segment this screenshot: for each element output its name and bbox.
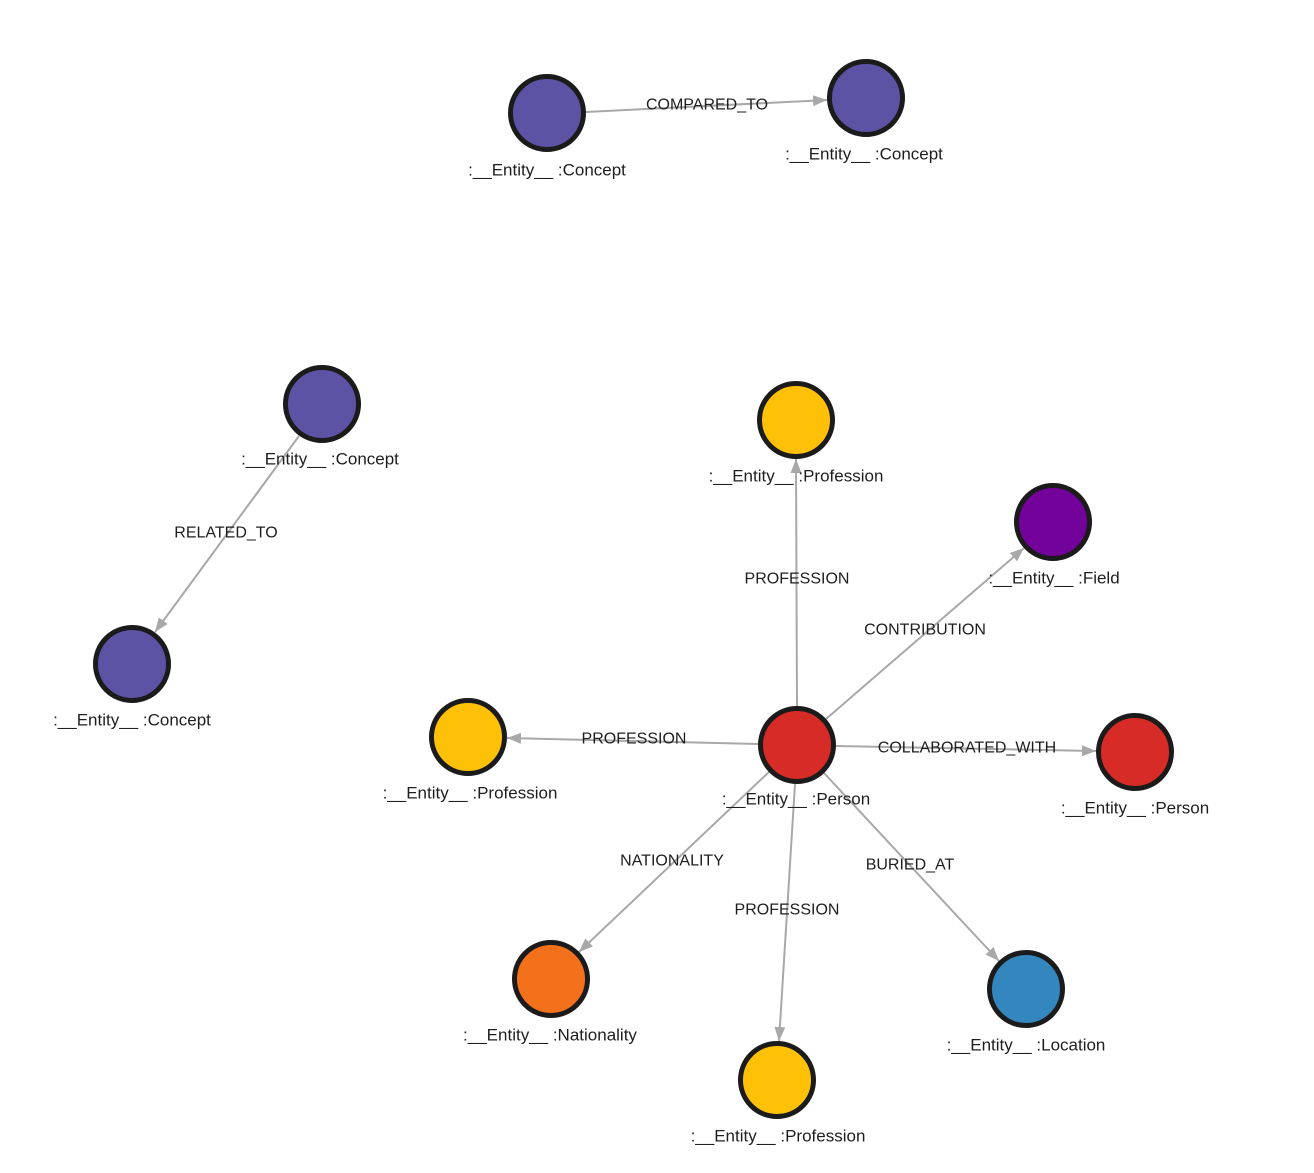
node-caption: :__Entity__ :Concept (53, 711, 211, 730)
node-circle[interactable] (283, 365, 361, 443)
edge-label[interactable]: PROFESSION (582, 731, 687, 748)
node-concept-3[interactable]: :__Entity__ :Concept (241, 365, 399, 469)
edge-collaborated-with[interactable]: COLLABORATED_WITH (835, 740, 1097, 757)
edge-label[interactable]: NATIONALITY (620, 853, 724, 870)
edge-profession-bottom[interactable]: PROFESSION (735, 783, 840, 1042)
node-caption: :__Entity__ :Field (988, 569, 1119, 588)
edge-contribution[interactable]: CONTRIBUTION (825, 547, 1025, 720)
node-circle[interactable] (1096, 713, 1174, 791)
edge-label[interactable]: BURIED_AT (866, 857, 955, 874)
node-circle[interactable] (738, 1041, 816, 1119)
node-circle[interactable] (429, 698, 507, 776)
node-location[interactable]: :__Entity__ :Location (947, 950, 1106, 1055)
node-circle[interactable] (987, 950, 1065, 1028)
node-circle[interactable] (1014, 483, 1092, 561)
edge-label[interactable]: RELATED_TO (174, 525, 277, 542)
node-profession-top[interactable]: :__Entity__ :Profession (709, 381, 884, 486)
node-concept-2[interactable]: :__Entity__ :Concept (785, 59, 943, 164)
node-caption: :__Entity__ :Profession (691, 1127, 866, 1146)
node-caption: :__Entity__ :Location (947, 1036, 1106, 1055)
edge-nationality[interactable]: NATIONALITY (578, 771, 770, 953)
node-caption: :__Entity__ :Person (1061, 799, 1209, 818)
node-circle[interactable] (758, 706, 836, 784)
edge-line[interactable] (774, 783, 796, 1042)
node-circle[interactable] (827, 59, 905, 137)
edge-buried-at[interactable]: BURIED_AT (823, 772, 1000, 962)
edge-line[interactable] (823, 772, 1000, 962)
edge-compared-to[interactable]: COMPARED_TO (585, 95, 828, 114)
node-caption: :__Entity__ :Profession (383, 784, 558, 803)
node-caption: :__Entity__ :Nationality (463, 1026, 637, 1045)
edge-line[interactable] (585, 95, 828, 113)
node-profession-bottom[interactable]: :__Entity__ :Profession (691, 1041, 866, 1146)
node-concept-4[interactable]: :__Entity__ :Concept (53, 625, 211, 730)
node-circle[interactable] (93, 625, 171, 703)
node-caption: :__Entity__ :Concept (785, 145, 943, 164)
edge-related-to[interactable]: RELATED_TO (154, 435, 300, 633)
edge-profession-top[interactable]: PROFESSION (745, 458, 850, 707)
edge-label[interactable]: PROFESSION (745, 571, 850, 588)
node-nationality[interactable]: :__Entity__ :Nationality (463, 940, 637, 1045)
edge-label[interactable]: COLLABORATED_WITH (878, 740, 1056, 757)
node-circle[interactable] (508, 74, 586, 152)
edge-label[interactable]: CONTRIBUTION (864, 622, 986, 639)
node-circle[interactable] (757, 381, 835, 459)
edge-line[interactable] (506, 732, 759, 745)
edge-line[interactable] (790, 458, 802, 707)
node-person-center[interactable]: :__Entity__ :Person (722, 706, 870, 809)
node-caption: :__Entity__ :Profession (709, 467, 884, 486)
node-caption: :__Entity__ :Concept (468, 161, 626, 180)
node-circle[interactable] (512, 940, 590, 1018)
node-field[interactable]: :__Entity__ :Field (988, 483, 1120, 588)
edge-line[interactable] (825, 547, 1025, 720)
edge-profession-left[interactable]: PROFESSION (506, 731, 759, 748)
node-person-right[interactable]: :__Entity__ :Person (1061, 713, 1209, 818)
node-caption: :__Entity__ :Person (722, 790, 870, 809)
edge-line[interactable] (154, 435, 300, 633)
node-caption: :__Entity__ :Concept (241, 450, 399, 469)
edge-line[interactable] (835, 745, 1097, 757)
node-profession-left[interactable]: :__Entity__ :Profession (383, 698, 558, 803)
edge-label[interactable]: COMPARED_TO (646, 97, 768, 114)
edge-label[interactable]: PROFESSION (735, 902, 840, 919)
edge-line[interactable] (578, 771, 770, 953)
node-concept-1[interactable]: :__Entity__ :Concept (468, 74, 626, 180)
